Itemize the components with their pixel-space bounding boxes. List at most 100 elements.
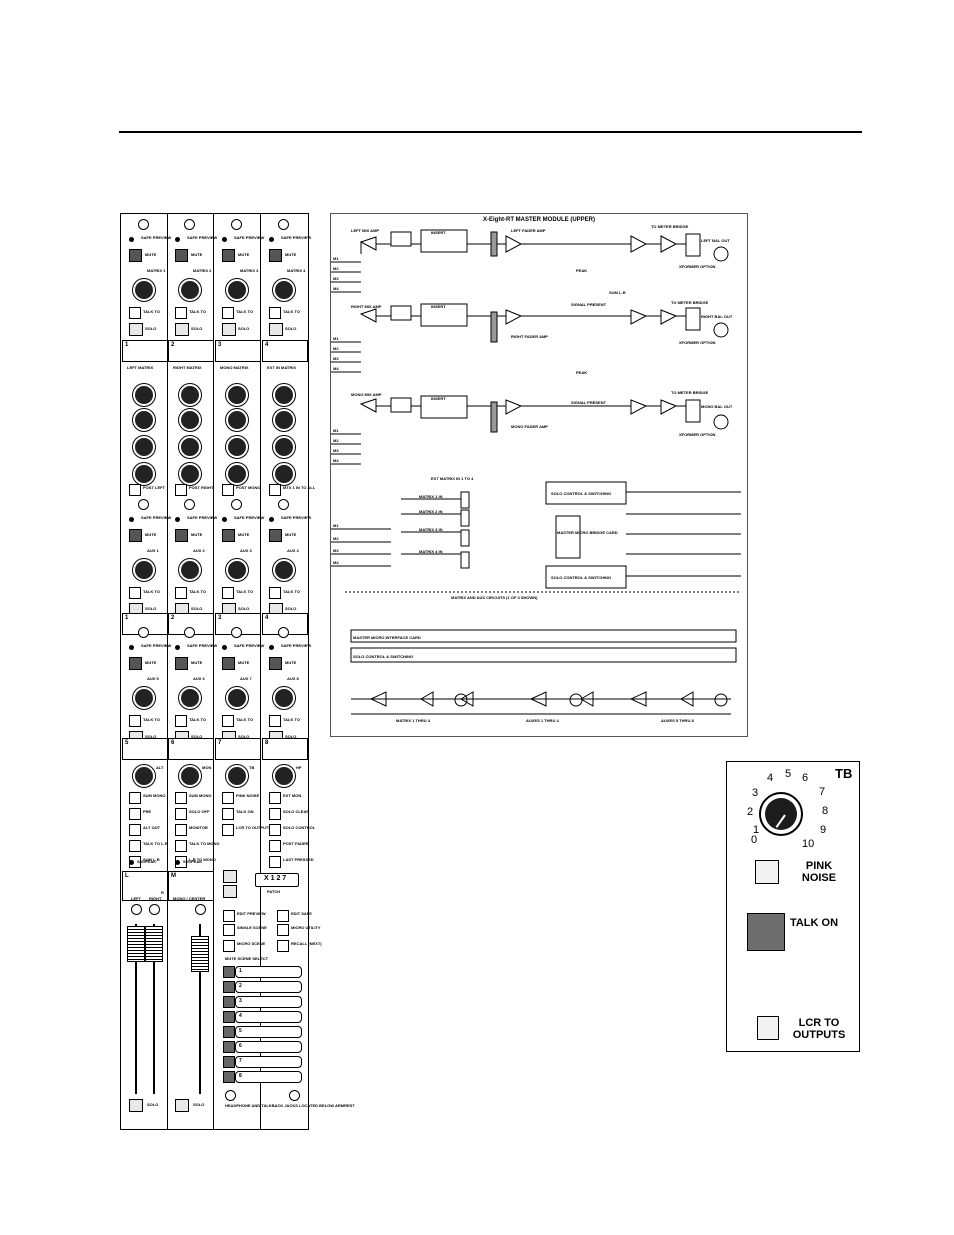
matrix-level-knob-1[interactable] xyxy=(133,279,155,301)
matrix-solo-button-1[interactable] xyxy=(129,323,143,336)
matrix-mute-button-4[interactable] xyxy=(269,249,282,262)
matrix-post-button-1[interactable] xyxy=(129,484,141,496)
aux-b-mute-button-2[interactable] xyxy=(175,657,188,670)
fader-cap-2[interactable] xyxy=(145,926,163,962)
hp-button-5[interactable] xyxy=(269,856,281,868)
micro-button-3[interactable] xyxy=(223,924,235,936)
aux-b-talk-to-button-4[interactable] xyxy=(269,715,281,727)
aux-a-mute-button-2[interactable] xyxy=(175,529,188,542)
matrix-send-knob-4-2[interactable] xyxy=(273,409,295,431)
hp-button-4[interactable] xyxy=(269,840,281,852)
aux-b-level-knob-2[interactable] xyxy=(179,687,201,709)
fader-cap-3[interactable] xyxy=(191,936,209,972)
aux-b-talk-to-button-3[interactable] xyxy=(222,715,234,727)
micro-button-5[interactable] xyxy=(223,940,235,952)
matrix-send-knob-2-1[interactable] xyxy=(179,384,201,406)
matrix-send-knob-1-2[interactable] xyxy=(133,409,155,431)
hp-button-3[interactable] xyxy=(269,824,281,836)
matrix-send-knob-1-1[interactable] xyxy=(133,384,155,406)
scene-button-4[interactable] xyxy=(223,1011,235,1023)
pink-noise-button[interactable] xyxy=(755,860,779,884)
mon-button-3[interactable] xyxy=(175,824,187,836)
lower-knob-1[interactable] xyxy=(133,765,155,787)
talkback-level-knob[interactable] xyxy=(759,792,803,836)
matrix-solo-button-2[interactable] xyxy=(175,323,189,336)
scene-button-7[interactable] xyxy=(223,1056,235,1068)
lower-knob-3[interactable] xyxy=(226,765,248,787)
aux-a-mute-button-4[interactable] xyxy=(269,529,282,542)
matrix-send-knob-1-3[interactable] xyxy=(133,436,155,458)
matrix-send-knob-3-2[interactable] xyxy=(226,409,248,431)
aux-b-mute-button-4[interactable] xyxy=(269,657,282,670)
lr-solo-button[interactable] xyxy=(129,1099,143,1112)
aux-a-talk-to-button-2[interactable] xyxy=(175,587,187,599)
micro-button-6[interactable] xyxy=(277,940,289,952)
micro-button-2[interactable] xyxy=(277,910,289,922)
matrix-send-knob-4-4[interactable] xyxy=(273,463,295,485)
mon-button-2[interactable] xyxy=(175,808,187,820)
aux-b-level-knob-1[interactable] xyxy=(133,687,155,709)
tb-button-1[interactable] xyxy=(222,792,234,804)
aux-a-level-knob-3[interactable] xyxy=(226,559,248,581)
scene-button-8[interactable] xyxy=(223,1071,235,1083)
matrix-send-knob-3-4[interactable] xyxy=(226,463,248,485)
alt-button-2[interactable] xyxy=(129,808,141,820)
mon-button-1[interactable] xyxy=(175,792,187,804)
fader-cap-1[interactable] xyxy=(127,926,145,962)
micro-button-4[interactable] xyxy=(277,924,289,936)
aux-b-level-knob-4[interactable] xyxy=(273,687,295,709)
scene-button-3[interactable] xyxy=(223,996,235,1008)
matrix-mute-button-3[interactable] xyxy=(222,249,235,262)
hp-button-2[interactable] xyxy=(269,808,281,820)
aux-b-talk-to-button-1[interactable] xyxy=(129,715,141,727)
hp-button-1[interactable] xyxy=(269,792,281,804)
matrix-send-knob-3-3[interactable] xyxy=(226,436,248,458)
lower-knob-4[interactable] xyxy=(273,765,295,787)
aux-a-mute-button-1[interactable] xyxy=(129,529,142,542)
scene-button-1[interactable] xyxy=(223,966,235,978)
mon-button-4[interactable] xyxy=(175,840,187,852)
matrix-level-knob-2[interactable] xyxy=(179,279,201,301)
mono-solo-button[interactable] xyxy=(175,1099,189,1112)
matrix-level-knob-3[interactable] xyxy=(226,279,248,301)
matrix-send-knob-4-3[interactable] xyxy=(273,436,295,458)
matrix-level-knob-4[interactable] xyxy=(273,279,295,301)
aux-a-level-knob-1[interactable] xyxy=(133,559,155,581)
lcr-to-outputs-button[interactable] xyxy=(757,1016,779,1040)
aux-a-talk-to-button-3[interactable] xyxy=(222,587,234,599)
aux-a-talk-to-button-1[interactable] xyxy=(129,587,141,599)
aux-b-level-knob-3[interactable] xyxy=(226,687,248,709)
matrix-solo-button-3[interactable] xyxy=(222,323,236,336)
tb-button-3[interactable] xyxy=(222,824,234,836)
micro-button-1[interactable] xyxy=(223,910,235,922)
patch-up-button[interactable] xyxy=(223,870,237,883)
matrix-talk-to-button-2[interactable] xyxy=(175,307,187,319)
matrix-send-knob-2-3[interactable] xyxy=(179,436,201,458)
matrix-post-button-2[interactable] xyxy=(175,484,187,496)
matrix-solo-button-4[interactable] xyxy=(269,323,283,336)
matrix-send-knob-3-1[interactable] xyxy=(226,384,248,406)
tb-button-2[interactable] xyxy=(222,808,234,820)
matrix-send-knob-1-4[interactable] xyxy=(133,463,155,485)
matrix-talk-to-button-3[interactable] xyxy=(222,307,234,319)
scene-button-2[interactable] xyxy=(223,981,235,993)
matrix-talk-to-button-1[interactable] xyxy=(129,307,141,319)
alt-button-3[interactable] xyxy=(129,824,141,836)
talk-on-button[interactable] xyxy=(747,913,785,951)
aux-a-mute-button-3[interactable] xyxy=(222,529,235,542)
aux-b-mute-button-1[interactable] xyxy=(129,657,142,670)
matrix-mute-button-2[interactable] xyxy=(175,249,188,262)
matrix-send-knob-2-4[interactable] xyxy=(179,463,201,485)
scene-button-6[interactable] xyxy=(223,1041,235,1053)
matrix-send-knob-2-2[interactable] xyxy=(179,409,201,431)
aux-b-mute-button-3[interactable] xyxy=(222,657,235,670)
alt-button-4[interactable] xyxy=(129,840,141,852)
aux-a-level-knob-2[interactable] xyxy=(179,559,201,581)
aux-a-talk-to-button-4[interactable] xyxy=(269,587,281,599)
patch-down-button[interactable] xyxy=(223,885,237,898)
aux-b-talk-to-button-2[interactable] xyxy=(175,715,187,727)
matrix-talk-to-button-4[interactable] xyxy=(269,307,281,319)
aux-a-level-knob-4[interactable] xyxy=(273,559,295,581)
lower-knob-2[interactable] xyxy=(179,765,201,787)
matrix-mute-button-1[interactable] xyxy=(129,249,142,262)
